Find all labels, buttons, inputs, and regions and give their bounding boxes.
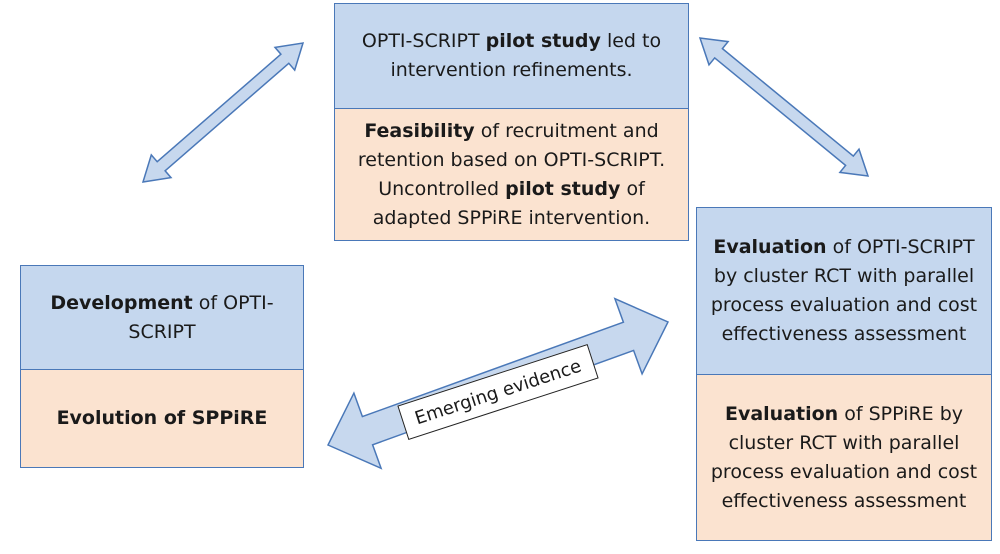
development-box: Development of OPTI-SCRIPT Evolution of … bbox=[20, 265, 304, 468]
left-top-arrow bbox=[141, 42, 305, 183]
evaluation-sppire-bold: Evaluation bbox=[724, 402, 839, 425]
evaluation-opti-bold: Evaluation bbox=[713, 236, 827, 258]
evaluation-sppire-section: Evaluation of SPPiRE by cluster RCT with… bbox=[697, 374, 991, 540]
feasibility-text-2: of adapted SPPiRE intervention. bbox=[372, 177, 651, 229]
feasibility-section: Feasibility of recruitment and retention… bbox=[335, 108, 688, 240]
evaluation-box: Evaluation of OPTI-SCRIPT by cluster RCT… bbox=[696, 207, 992, 541]
development-text: of OPTI-SCRIPT bbox=[128, 291, 274, 343]
evolution-section: Evolution of SPPiRE bbox=[21, 369, 303, 467]
pilot-text-1: OPTI-SCRIPT bbox=[361, 30, 486, 52]
evolution-text: of SPPiRE bbox=[157, 407, 268, 429]
development-bold: Development bbox=[50, 291, 193, 314]
evaluation-opti-text: of OPTI-SCRIPT by cluster RCT with paral… bbox=[710, 236, 978, 345]
pilot-text-2: led to intervention refinements. bbox=[390, 30, 662, 81]
feasibility-bold-2: pilot study bbox=[505, 177, 621, 200]
feasibility-bold: Feasibility bbox=[364, 119, 475, 142]
pilot-study-box: OPTI-SCRIPT pilot study led to intervent… bbox=[334, 3, 689, 241]
evolution-bold: Evolution bbox=[56, 407, 158, 429]
development-section: Development of OPTI-SCRIPT bbox=[21, 266, 303, 369]
pilot-bold-1: pilot study bbox=[485, 30, 601, 52]
evaluation-sppire-text: of SPPiRE by cluster RCT with parallel p… bbox=[710, 402, 978, 512]
evaluation-opti-section: Evaluation of OPTI-SCRIPT by cluster RCT… bbox=[697, 208, 991, 374]
feasibility-text-1: of recruitment and retention based on OP… bbox=[357, 119, 666, 200]
top-right-arrow bbox=[698, 37, 870, 177]
pilot-study-section: OPTI-SCRIPT pilot study led to intervent… bbox=[335, 4, 688, 108]
